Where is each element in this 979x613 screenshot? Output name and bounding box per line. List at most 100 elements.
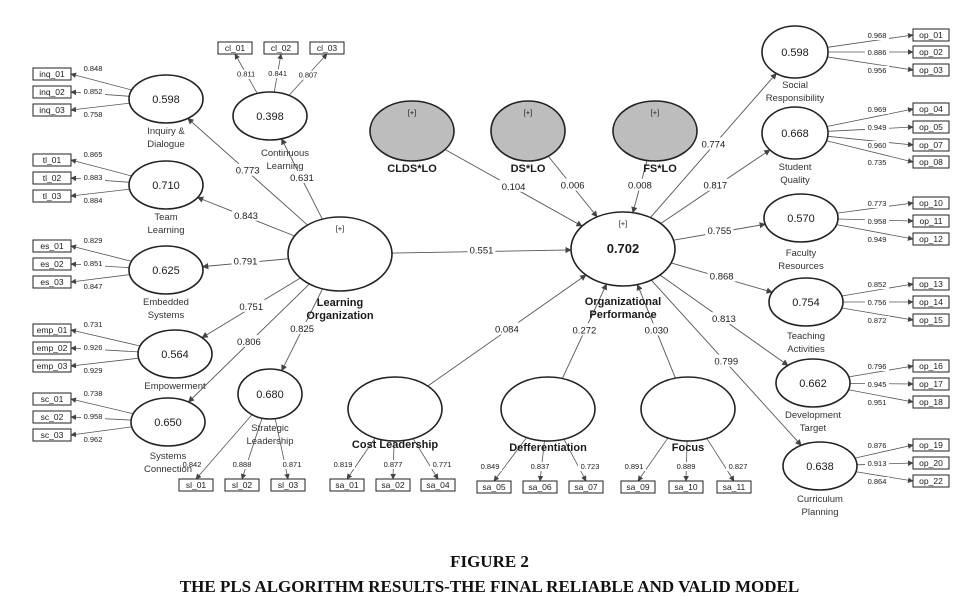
- indicator-name: op_17: [919, 379, 943, 389]
- loading-arrow: [848, 364, 914, 378]
- path-coefficient-op-fac: 0.755: [707, 226, 731, 237]
- construct-fac: [763, 193, 839, 243]
- indicator-loading: 0.958: [868, 217, 887, 226]
- indicator-box-op_12: [912, 232, 950, 246]
- indicator-name: tl_01: [43, 155, 62, 165]
- loading-bg: [865, 362, 889, 371]
- construct-label-emb: Embedded: [143, 297, 189, 308]
- loading-bg: [81, 343, 105, 352]
- loading-arrow: [854, 443, 914, 459]
- path-coefficient-op-tea: 0.868: [710, 272, 734, 283]
- loading-bg: [674, 462, 698, 471]
- indicator-name: op_04: [919, 104, 943, 114]
- loading-arrow: [70, 158, 132, 177]
- construct-label-op: Performance: [589, 309, 656, 321]
- construct-label-soc: Responsibility: [766, 93, 825, 104]
- loading-bg: [81, 412, 105, 421]
- indicator-box-op_17: [912, 377, 950, 391]
- loading-bg: [81, 173, 105, 182]
- indicator-name: sl_03: [278, 480, 299, 490]
- indicator-loading: 0.913: [868, 459, 887, 468]
- indicator-name: sa_01: [335, 480, 358, 490]
- indicator-box-emp_03: [32, 359, 72, 373]
- path-coef-bg: [625, 178, 654, 191]
- construct-costl: [347, 376, 443, 442]
- indicator-loading: 0.849: [481, 462, 500, 471]
- indicator-box-op_02: [912, 45, 950, 59]
- indicator-loading: 0.888: [233, 460, 252, 469]
- construct-label-tea: Teaching: [787, 331, 825, 342]
- construct-label-op: Organizational: [585, 296, 661, 308]
- indicator-name: tl_03: [43, 191, 62, 201]
- indicator-name: op_20: [919, 458, 943, 468]
- indicator-loading: 0.837: [531, 462, 550, 471]
- loading-arrow: [537, 440, 545, 482]
- loading-bg: [865, 235, 889, 244]
- construct-marker: [+]: [651, 108, 660, 117]
- path-coef-bg: [705, 224, 734, 237]
- construct-label-cl: Continuous: [261, 148, 309, 159]
- construct-marker: [+]: [619, 219, 628, 228]
- indicator-loading: 0.738: [84, 389, 103, 398]
- indicator-loading: 0.872: [868, 316, 887, 325]
- loading-arrow: [827, 135, 914, 148]
- indicator-loading: 0.968: [868, 31, 887, 40]
- indicator-name: cl_02: [271, 43, 292, 53]
- loading-arrow: [493, 437, 527, 482]
- construct-label-cur: Curriculum: [797, 494, 843, 505]
- construct-r2-sl: 0.680: [256, 389, 284, 401]
- path-coef-bg: [499, 179, 528, 192]
- indicator-name: sa_07: [574, 482, 597, 492]
- construct-team: [128, 160, 204, 210]
- loading-bg: [865, 316, 889, 325]
- loading-bg: [865, 298, 889, 307]
- construct-label-costl: Cost Leadership: [352, 439, 438, 451]
- indicator-name: sa_04: [426, 480, 449, 490]
- loading-arrow: [70, 72, 132, 91]
- construct-label-cl: Learning: [267, 161, 304, 172]
- loading-bg: [81, 366, 105, 375]
- indicator-box-sl_03: [270, 478, 306, 492]
- indicator-box-op_14: [912, 295, 950, 309]
- loading-arrow: [841, 307, 914, 322]
- indicator-box-cl_01: [217, 41, 253, 55]
- construct-label-fs: FS*LO: [643, 163, 677, 175]
- indicator-name: op_19: [919, 440, 943, 450]
- loading-arrow: [848, 389, 914, 404]
- indicator-loading: 0.891: [625, 462, 644, 471]
- indicator-box-tl_03: [32, 189, 72, 203]
- path-coef-bg: [467, 243, 496, 256]
- indicator-loading: 0.884: [84, 196, 103, 205]
- path-coefficient-lo-op: 0.551: [470, 246, 494, 257]
- indicator-box-sl_01: [178, 478, 214, 492]
- indicator-name: emp_02: [37, 343, 68, 353]
- construct-dev: [775, 358, 851, 408]
- indicator-box-op_08: [912, 155, 950, 169]
- loading-bg: [865, 48, 889, 57]
- indicator-loading: 0.829: [84, 236, 103, 245]
- construct-stu: [761, 106, 829, 160]
- indicator-loading: 0.960: [868, 141, 887, 150]
- loading-bg: [81, 435, 105, 444]
- indicator-box-op_20: [912, 456, 950, 470]
- path-coefficient-lo-emb: 0.791: [234, 257, 258, 268]
- loading-bg: [81, 64, 105, 73]
- loading-bg: [865, 105, 889, 114]
- indicator-name: op_03: [919, 65, 943, 75]
- construct-r2-dev: 0.662: [799, 378, 827, 390]
- indicator-box-sa_01: [329, 478, 365, 492]
- path-coefficient-lo-cl: 0.631: [290, 173, 314, 184]
- loading-bg: [234, 69, 259, 79]
- indicator-box-es_01: [32, 239, 72, 253]
- loading-bg: [81, 110, 105, 119]
- construct-r2-soc: 0.598: [781, 47, 809, 59]
- loading-arrow: [683, 440, 689, 482]
- path-coef-bg: [233, 163, 262, 176]
- construct-label-emb: Systems: [148, 310, 185, 321]
- construct-emp: [137, 329, 213, 379]
- construct-label-sys: Connection: [144, 464, 192, 475]
- indicator-loading: 0.771: [433, 460, 452, 469]
- construct-label-dev: Development: [785, 410, 841, 421]
- construct-r2-cl: 0.398: [256, 111, 284, 123]
- indicator-loading: 0.871: [283, 460, 302, 469]
